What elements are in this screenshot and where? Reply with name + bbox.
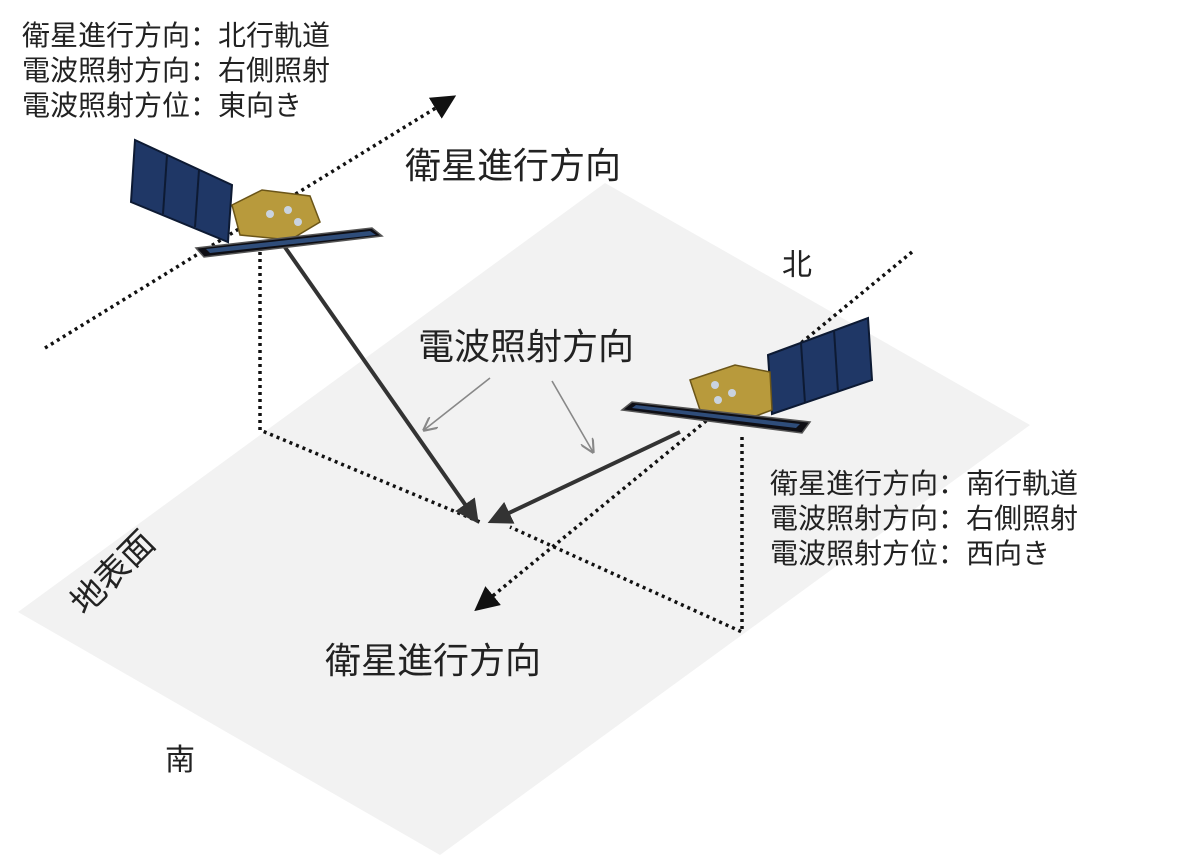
sat2-beam-direction-text: 電波照射方向：右側照射 xyxy=(770,502,1079,535)
south-label: 南 xyxy=(165,743,195,778)
sat2-beam-azimuth-text: 電波照射方位：西向き xyxy=(770,537,1051,570)
sat1-projection xyxy=(258,245,481,524)
beam-pointer-right xyxy=(551,380,593,452)
sat1-info-block: 衛星進行方向：北行軌道 電波照射方向：右側照射 電波照射方位：東向き xyxy=(22,18,330,123)
sat1-beam-azimuth-text: 電波照射方位：東向き xyxy=(22,89,303,122)
travel-direction-label-bottom: 衛星進行方向 xyxy=(325,641,542,682)
satellite-1-icon xyxy=(129,138,384,258)
sat1-beam-arrow xyxy=(280,241,479,524)
sat2-track xyxy=(474,250,914,612)
north-label: 北 xyxy=(782,248,812,283)
travel-direction-label-top: 衛星進行方向 xyxy=(405,146,622,187)
sat1-beam-direction-text: 電波照射方向：右側照射 xyxy=(22,54,331,87)
beam-direction-label: 電波照射方向 xyxy=(418,327,635,368)
sat2-projection xyxy=(509,437,744,635)
satellite-2-icon xyxy=(620,316,874,434)
sat2-direction-text: 衛星進行方向：南行軌道 xyxy=(770,467,1079,500)
sat1-direction-text: 衛星進行方向：北行軌道 xyxy=(22,19,331,52)
sat2-info-block: 衛星進行方向：南行軌道 電波照射方向：右側照射 電波照射方位：西向き xyxy=(770,466,1078,571)
sat2-beam-arrow xyxy=(487,430,681,524)
beam-pointer-left xyxy=(424,377,491,430)
